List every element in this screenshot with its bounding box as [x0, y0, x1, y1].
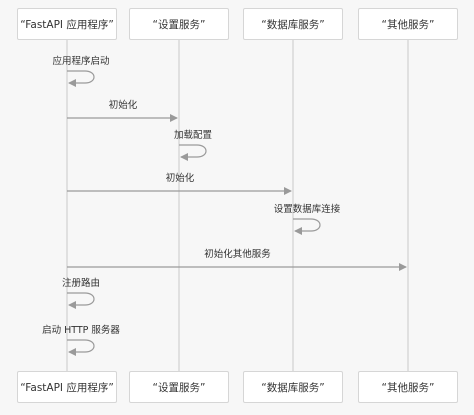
participant-bottom-app: “FastAPI 应用程序” [17, 371, 117, 403]
participant-bottom-settings: “设置服务” [129, 371, 229, 403]
message-label: 初始化 [166, 172, 195, 184]
participant-top-app: “FastAPI 应用程序” [17, 8, 117, 40]
message-label: 初始化其他服务 [204, 248, 271, 260]
self-message-arrow [293, 218, 321, 235]
message-label: 初始化 [109, 99, 138, 111]
message-label: 应用程序启动 [52, 55, 109, 67]
message-label: 设置数据库连接 [274, 203, 341, 215]
participant-bottom-other: “其他服务” [358, 371, 458, 403]
participant-top-other: “其他服务” [358, 8, 458, 40]
message-label: 启动 HTTP 服务器 [42, 324, 120, 336]
self-message-arrow [179, 144, 207, 161]
self-message-arrow [67, 292, 95, 309]
self-message-arrow [67, 339, 95, 356]
message-label: 注册路由 [62, 277, 100, 289]
participant-top-settings: “设置服务” [129, 8, 229, 40]
participant-bottom-db: “数据库服务” [243, 371, 343, 403]
message-label: 加载配置 [174, 129, 212, 141]
self-message-arrow [67, 70, 95, 87]
participant-top-db: “数据库服务” [243, 8, 343, 40]
